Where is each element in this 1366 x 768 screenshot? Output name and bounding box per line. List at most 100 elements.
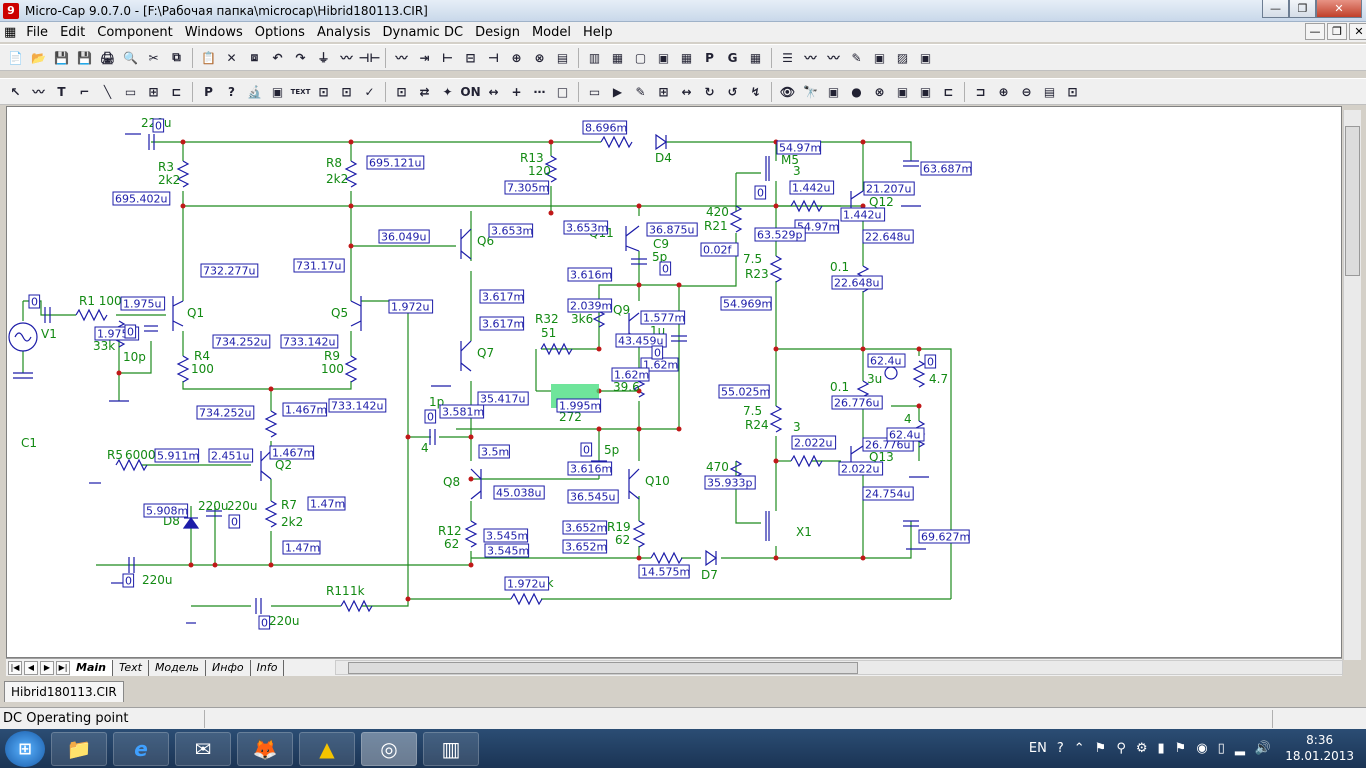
toolbar-button[interactable]: ▥ xyxy=(588,50,601,65)
component-label[interactable]: 62 xyxy=(615,533,630,547)
toolbar-button[interactable]: ⇥ xyxy=(419,50,430,65)
component-label[interactable]: R32 xyxy=(535,312,559,326)
component-label[interactable]: R12 xyxy=(438,524,462,538)
horizontal-scroll-thumb[interactable] xyxy=(348,662,858,674)
component-label[interactable]: Q5 xyxy=(331,306,348,320)
toolbar-button[interactable]: 〰 xyxy=(804,51,817,65)
toolbar-button[interactable]: ⊣ xyxy=(488,50,499,65)
toolbar-button[interactable]: ✂ xyxy=(148,50,159,65)
toolbar-button[interactable]: ☰ xyxy=(782,50,793,65)
toolbar-button[interactable]: ↷ xyxy=(295,50,306,65)
clock[interactable]: 8:36 18.01.2013 xyxy=(1285,732,1354,764)
restore-button[interactable]: ❐ xyxy=(1289,0,1316,18)
menu-edit[interactable]: Edit xyxy=(60,24,86,40)
toolbar-button[interactable]: ▤ xyxy=(556,50,569,65)
toolbar-button[interactable]: □ xyxy=(556,84,569,99)
toolbar-button[interactable]: ▦ xyxy=(749,50,762,65)
toolbar-button[interactable]: ⊞ xyxy=(148,84,159,99)
toolbar-button[interactable]: ⇄ xyxy=(419,84,430,99)
toolbar-button[interactable]: ⊕ xyxy=(998,84,1009,99)
menu-analysis[interactable]: Analysis xyxy=(316,24,371,40)
tray-icon[interactable]: ⚑ xyxy=(1094,741,1107,756)
menu-file[interactable]: File xyxy=(26,24,49,40)
component-label[interactable]: 7.5 xyxy=(743,252,762,266)
toolbar-button[interactable]: ? xyxy=(228,84,235,99)
taskbar-app-icon[interactable]: ▲ xyxy=(299,731,355,766)
mdi-minimize-button[interactable]: — xyxy=(1305,23,1325,40)
component-label[interactable]: 272 xyxy=(559,410,582,424)
tab-model[interactable]: Модель xyxy=(149,659,207,676)
minimize-button[interactable]: — xyxy=(1262,0,1289,18)
component-label[interactable]: 3 xyxy=(793,420,801,434)
taskbar-mail-icon[interactable]: ✉ xyxy=(175,731,231,766)
taskbar-app2-icon[interactable]: ▥ xyxy=(423,731,479,766)
tray-icon[interactable]: ▂ xyxy=(1234,741,1245,756)
component-label[interactable]: Q8 xyxy=(443,475,460,489)
toolbar-button[interactable]: ✓ xyxy=(364,84,375,99)
component-label[interactable]: 62 xyxy=(444,537,459,551)
component-label[interactable]: C9 xyxy=(653,237,669,251)
toolbar-button[interactable]: ▢ xyxy=(634,50,647,65)
taskbar-firefox-icon[interactable]: 🦊 xyxy=(237,731,293,766)
component-label[interactable]: Q1 xyxy=(187,306,204,320)
menu-component[interactable]: Component xyxy=(97,24,173,40)
toolbar-button[interactable]: ↔ xyxy=(681,84,692,99)
tray-icon[interactable]: ◉ xyxy=(1196,741,1208,756)
component-label[interactable]: 220u xyxy=(269,614,300,628)
component-label[interactable]: 5p xyxy=(652,250,667,264)
toolbar-button[interactable]: ON xyxy=(460,84,481,99)
toolbar-button[interactable]: ⧈ xyxy=(250,50,259,64)
toolbar-button[interactable]: ⧉ xyxy=(172,50,181,64)
toolbar-button[interactable]: TEXT xyxy=(290,87,311,96)
component-label[interactable]: R19 xyxy=(607,520,631,534)
toolbar-button[interactable]: 🔍 xyxy=(123,50,138,65)
toolbar-button[interactable]: ⊗ xyxy=(534,50,545,65)
toolbar-button[interactable]: ⋯ xyxy=(533,84,546,99)
toolbar-button[interactable]: T xyxy=(57,84,66,99)
toolbar-button[interactable]: 📋 xyxy=(201,50,216,65)
component-label[interactable]: Q2 xyxy=(275,458,292,472)
component-label[interactable]: R5 xyxy=(107,448,123,462)
tray-icon[interactable]: ? xyxy=(1056,741,1064,756)
toolbar-button[interactable]: 〰 xyxy=(395,51,408,65)
component-label[interactable]: R21 xyxy=(704,219,728,233)
component-label[interactable]: 7.5 xyxy=(743,404,762,418)
toolbar-button[interactable]: P xyxy=(204,84,213,99)
component-label[interactable]: R9 xyxy=(324,349,340,363)
toolbar-button[interactable]: ✎ xyxy=(635,84,646,99)
component-label[interactable]: D4 xyxy=(655,151,672,165)
component-label[interactable]: 220u xyxy=(227,499,258,513)
last-sheet-button[interactable]: ▶| xyxy=(56,660,70,675)
toolbar-button[interactable]: 🖨 xyxy=(99,50,116,65)
mdi-close-button[interactable]: ✕ xyxy=(1349,23,1366,40)
component-label[interactable]: 2k2 xyxy=(281,515,303,529)
component-label[interactable]: 3 xyxy=(793,164,801,178)
component-label[interactable]: 2k2 xyxy=(326,172,348,186)
toolbar-button[interactable]: ⌐ xyxy=(79,84,90,99)
horizontal-scrollbar[interactable] xyxy=(335,660,1343,675)
component-label[interactable]: Q12 xyxy=(869,195,894,209)
taskbar-explorer-icon[interactable]: 📁 xyxy=(51,731,107,766)
toolbar-button[interactable]: 🔭 xyxy=(803,84,818,99)
component-label[interactable]: R24 xyxy=(745,418,769,432)
component-label[interactable]: R11 xyxy=(326,584,350,598)
component-label[interactable]: 100 xyxy=(321,362,344,376)
toolbar-button[interactable]: ⊏ xyxy=(171,84,182,99)
tab-info-ru[interactable]: Инфо xyxy=(206,659,251,676)
first-sheet-button[interactable]: |◀ xyxy=(8,660,22,675)
component-label[interactable]: 1k xyxy=(350,584,365,598)
tray-icon[interactable]: ▯ xyxy=(1217,741,1225,756)
component-label[interactable]: 3u xyxy=(867,372,882,386)
mdi-icon[interactable]: ▦ xyxy=(4,24,17,40)
toolbar-button[interactable]: ╲ xyxy=(103,84,112,99)
menu-options[interactable]: Options xyxy=(254,24,305,40)
toolbar-button[interactable]: G xyxy=(727,50,738,65)
toolbar-button[interactable]: ● xyxy=(851,84,862,99)
toolbar-button[interactable]: ⊏ xyxy=(943,84,954,99)
component-label[interactable]: M5 xyxy=(781,153,799,167)
toolbar-button[interactable]: 📄 xyxy=(8,50,23,65)
toolbar-button[interactable]: 〰 xyxy=(340,51,353,65)
component-label[interactable]: 470 xyxy=(706,460,729,474)
toolbar-button[interactable]: 〰 xyxy=(827,51,840,65)
toolbar-button[interactable]: ↯ xyxy=(750,84,761,99)
